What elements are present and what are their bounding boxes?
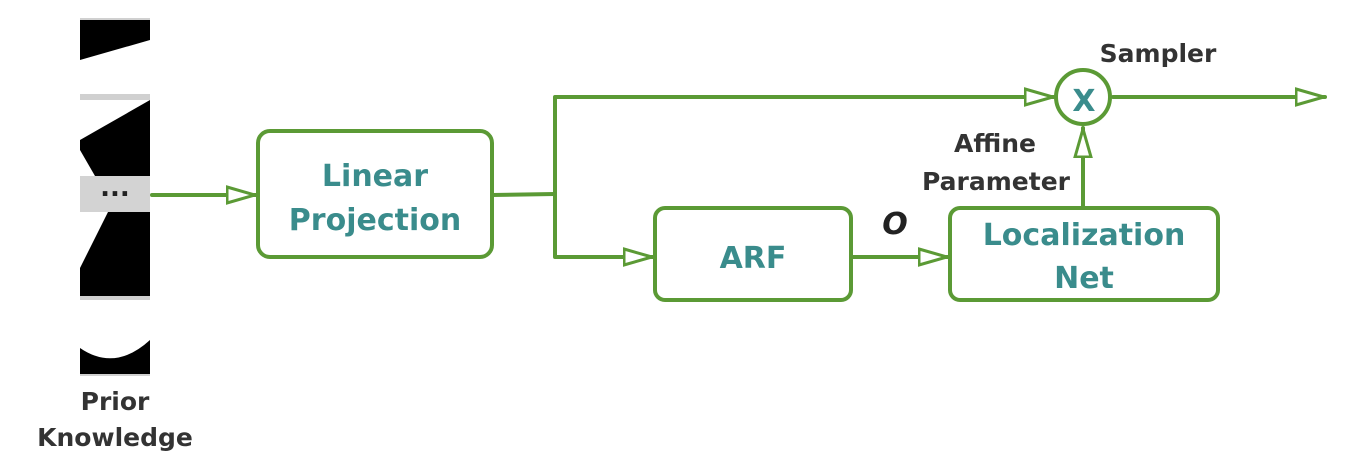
edge-linear-to-sampler — [553, 97, 1056, 196]
prior-label-line2: Knowledge — [37, 423, 193, 452]
prior-knowledge-strip: ··· — [80, 18, 150, 376]
localization-label-line1: Localization — [983, 218, 1186, 253]
connectors — [150, 97, 1327, 257]
affine-label-line1: Affine — [954, 129, 1036, 158]
arf-node: ARF — [653, 206, 853, 302]
prior-tile-1 — [80, 20, 150, 94]
prior-tile-2 — [80, 100, 150, 176]
edge-linear-out — [490, 192, 557, 197]
linear-label-line1: Linear — [322, 159, 428, 194]
prior-tile-4 — [80, 300, 150, 374]
linear-projection-node: Linear Projection — [256, 129, 494, 259]
localization-net-node: Localization Net — [948, 206, 1220, 302]
sampler-label: Sampler — [1100, 39, 1217, 68]
sampler-symbol: X — [1072, 84, 1095, 119]
linear-label-line2: Projection — [289, 203, 461, 238]
edge-linear-to-arf — [553, 192, 655, 257]
localization-label-line2: Net — [1054, 261, 1114, 296]
strip-gap — [80, 176, 150, 212]
o-label: O — [882, 207, 908, 242]
strip-ellipsis: ··· — [100, 180, 130, 210]
affine-label-line2: Parameter — [922, 167, 1071, 196]
prior-tile-3 — [80, 212, 150, 296]
prior-label-line1: Prior — [81, 387, 150, 416]
arf-label: ARF — [720, 241, 787, 276]
sampler-node: X — [1054, 68, 1112, 126]
